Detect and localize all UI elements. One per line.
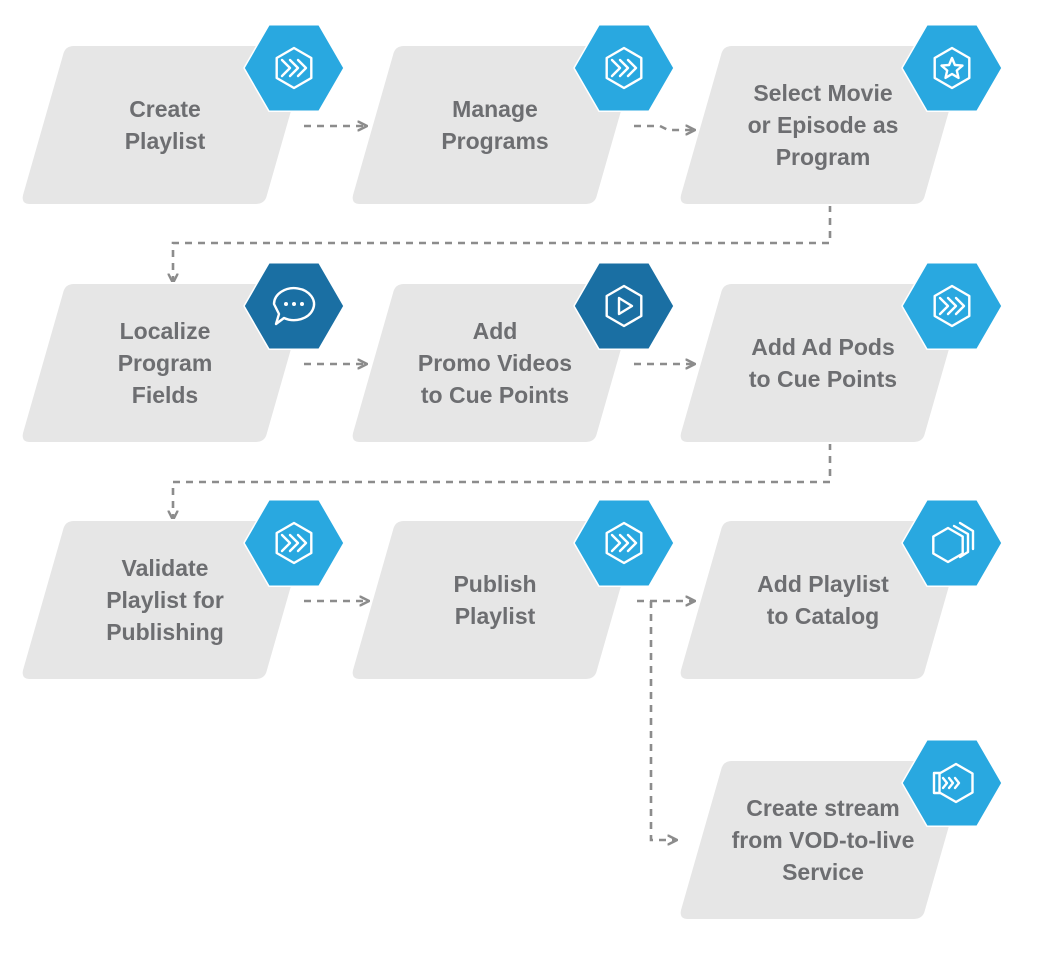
badge-hexagon	[901, 261, 1003, 351]
chevrons-right-icon	[605, 521, 643, 565]
badge-hexagon	[573, 498, 675, 588]
chevrons-right-icon	[275, 521, 313, 565]
badge-hexagon	[573, 261, 675, 351]
badge-hexagon	[573, 23, 675, 113]
connector-select-movie-or-episode-to-localize-program-fields	[173, 205, 832, 282]
step-badges	[243, 23, 1003, 828]
badge-hexagon	[243, 498, 345, 588]
step-badge-add-playlist-to-catalog	[901, 498, 1003, 588]
connectors	[173, 126, 832, 840]
connector-publish-playlist-to-create-stream	[649, 601, 676, 840]
chat-bubble-icon	[272, 286, 316, 326]
stacked-pages-icon	[932, 521, 975, 564]
connector-manage-programs-to-select-movie-or-episode	[634, 126, 694, 130]
chevrons-right-icon	[933, 284, 971, 328]
badge-hexagon	[901, 23, 1003, 113]
connector-add-ad-pods-to-validate-playlist	[173, 443, 832, 519]
step-badge-add-promo-videos	[573, 261, 675, 351]
star-icon	[933, 46, 971, 90]
step-badge-select-movie-or-episode	[901, 23, 1003, 113]
step-badge-create-playlist	[243, 23, 345, 113]
badge-hexagon	[243, 23, 345, 113]
step-cards	[20, 44, 968, 921]
dot	[284, 302, 288, 306]
step-badge-create-stream	[901, 738, 1003, 828]
dot	[292, 302, 296, 306]
step-badge-manage-programs	[573, 23, 675, 113]
play-icon	[605, 284, 643, 328]
stream-icon	[932, 762, 974, 804]
step-badge-validate-playlist	[243, 498, 345, 588]
badge-hexagon	[901, 498, 1003, 588]
dot	[300, 302, 304, 306]
step-badge-localize-program-fields	[243, 261, 345, 351]
step-badge-publish-playlist	[573, 498, 675, 588]
chevrons-right-icon	[605, 46, 643, 90]
chevrons-right-icon	[275, 46, 313, 90]
step-badge-add-ad-pods	[901, 261, 1003, 351]
